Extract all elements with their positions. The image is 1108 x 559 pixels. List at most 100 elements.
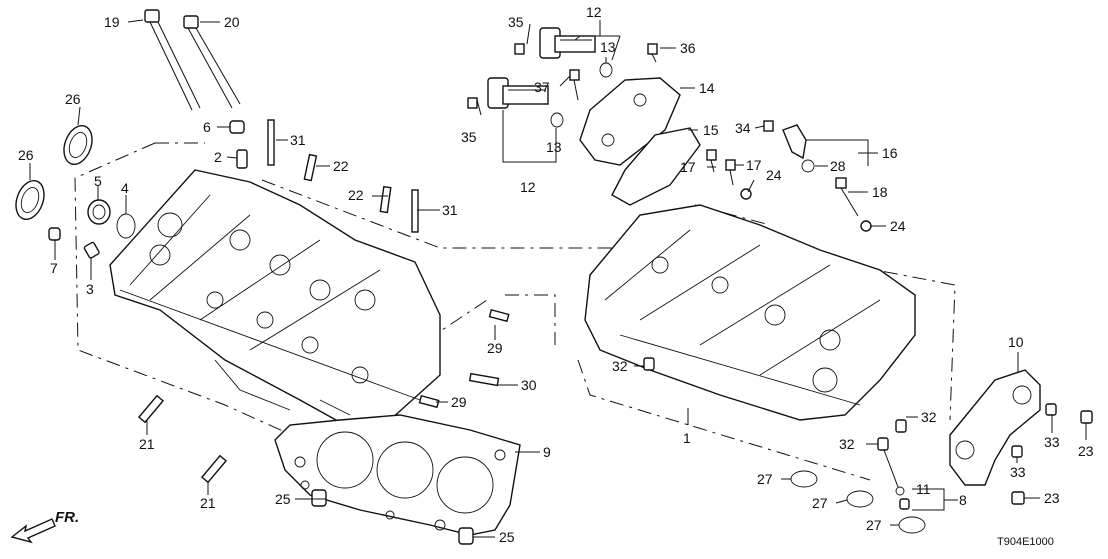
callout-8: 8 [959, 492, 967, 508]
callout-35-upper: 35 [508, 14, 524, 30]
callout-27-top: 27 [757, 471, 773, 487]
callout-22-lower: 22 [348, 187, 364, 203]
callout-21-lower: 21 [200, 495, 216, 511]
callout-14: 14 [699, 80, 715, 96]
plug-7 [48, 227, 61, 241]
head-bolt-19 [144, 9, 201, 111]
callout-33-lower: 33 [1010, 464, 1026, 480]
bolt-36 [647, 43, 658, 63]
callout-15: 15 [703, 122, 719, 138]
dowel-25-upper [311, 489, 327, 507]
callout-32-left: 32 [612, 358, 628, 374]
stud-21-lower [200, 454, 228, 484]
callout-26-lower: 26 [18, 147, 34, 163]
nut-23-lower [1011, 491, 1025, 505]
oil-seal-lower [15, 179, 45, 221]
o-ring-27-middle [846, 490, 874, 508]
callout-16: 16 [882, 145, 898, 161]
callout-17-left: 17 [680, 159, 696, 175]
callout-26-upper: 26 [65, 91, 81, 107]
callout-33-upper: 33 [1044, 434, 1060, 450]
callout-22-upper: 22 [333, 158, 349, 174]
bolt-17-right [725, 159, 736, 186]
callout-25-upper: 25 [275, 491, 291, 507]
callout-28: 28 [830, 158, 846, 174]
plug-8-11 [895, 486, 910, 510]
callout-20: 20 [224, 14, 240, 30]
callout-31-lower: 31 [442, 202, 458, 218]
stud-31-upper [267, 119, 275, 166]
dowel-32-right [895, 419, 907, 433]
callout-5: 5 [94, 173, 102, 189]
cylinder-head-cover [584, 204, 916, 421]
nut-33-upper [1045, 403, 1057, 416]
bolt-35-lower [467, 97, 478, 109]
callout-36: 36 [680, 40, 696, 56]
o-ring-13-upper [599, 62, 613, 78]
callout-7: 7 [50, 260, 58, 276]
diagram-code: T904E1000 [997, 536, 1054, 548]
plug-6 [229, 120, 245, 134]
stud-29-lower [418, 394, 440, 409]
callout-9: 9 [543, 444, 551, 460]
callout-37: 37 [534, 79, 550, 95]
cap-5 [87, 199, 111, 225]
callout-12-upper: 12 [586, 4, 602, 20]
callout-34: 34 [735, 120, 751, 136]
callout-2: 2 [214, 149, 222, 165]
cylinder-head [109, 169, 441, 426]
bolt-17-left [706, 149, 717, 173]
callout-4: 4 [121, 180, 129, 196]
sensor [782, 124, 807, 160]
oil-seal-upper [63, 124, 93, 166]
o-ring-28 [801, 159, 815, 173]
dowel-2 [236, 149, 248, 169]
stud-22-upper [303, 153, 318, 182]
stud-22-lower [379, 185, 392, 214]
leader-lines [29, 19, 1087, 538]
callout-29-upper: 29 [487, 340, 503, 356]
stud-29-upper [488, 308, 510, 323]
callout-31-upper: 31 [290, 132, 306, 148]
callout-11: 11 [916, 481, 931, 497]
o-ring-27-top [790, 470, 818, 488]
callout-32-right: 32 [921, 409, 937, 425]
housing-gasket [611, 127, 701, 206]
dowel-3 [83, 241, 100, 259]
stud-31-lower [411, 189, 419, 233]
o-ring-27-bottom [898, 516, 926, 534]
bolt-37 [569, 69, 580, 101]
nut-33-lower [1011, 445, 1023, 458]
stud-21-upper [137, 394, 165, 424]
o-ring-13-lower [550, 112, 564, 128]
head-bolt-20 [183, 15, 241, 109]
bolt-35-upper [514, 43, 525, 55]
callout-18: 18 [872, 184, 888, 200]
head-gasket [274, 414, 521, 536]
callouts: 19 20 26 26 6 2 31 22 22 31 5 4 7 3 21 2… [18, 4, 1094, 545]
callout-23-lower: 23 [1044, 490, 1060, 506]
dowel-32-bottom [877, 437, 889, 451]
stud-30 [468, 372, 500, 387]
callout-23-upper: 23 [1078, 443, 1094, 459]
callout-6: 6 [203, 119, 211, 135]
callout-10: 10 [1008, 334, 1024, 350]
callout-27-middle: 27 [812, 495, 828, 511]
callout-21-upper: 21 [139, 436, 155, 452]
washer-24-lower [860, 220, 872, 232]
spool-valve-upper [539, 27, 596, 59]
callout-24-upper: 24 [766, 167, 782, 183]
dowel-25-lower [458, 527, 474, 545]
callout-17-right: 17 [746, 157, 762, 173]
cover-gasket [949, 369, 1041, 486]
spool-valve-lower [487, 77, 549, 109]
front-direction-arrow: FR. [10, 509, 79, 544]
bolt-18 [835, 177, 859, 217]
callout-29-lower: 29 [451, 394, 467, 410]
callout-27-bottom: 27 [866, 517, 882, 533]
o-ring-4 [116, 213, 136, 239]
callout-12-lower: 12 [520, 179, 536, 195]
callout-13-lower: 13 [546, 139, 562, 155]
bolt-34 [763, 120, 774, 132]
